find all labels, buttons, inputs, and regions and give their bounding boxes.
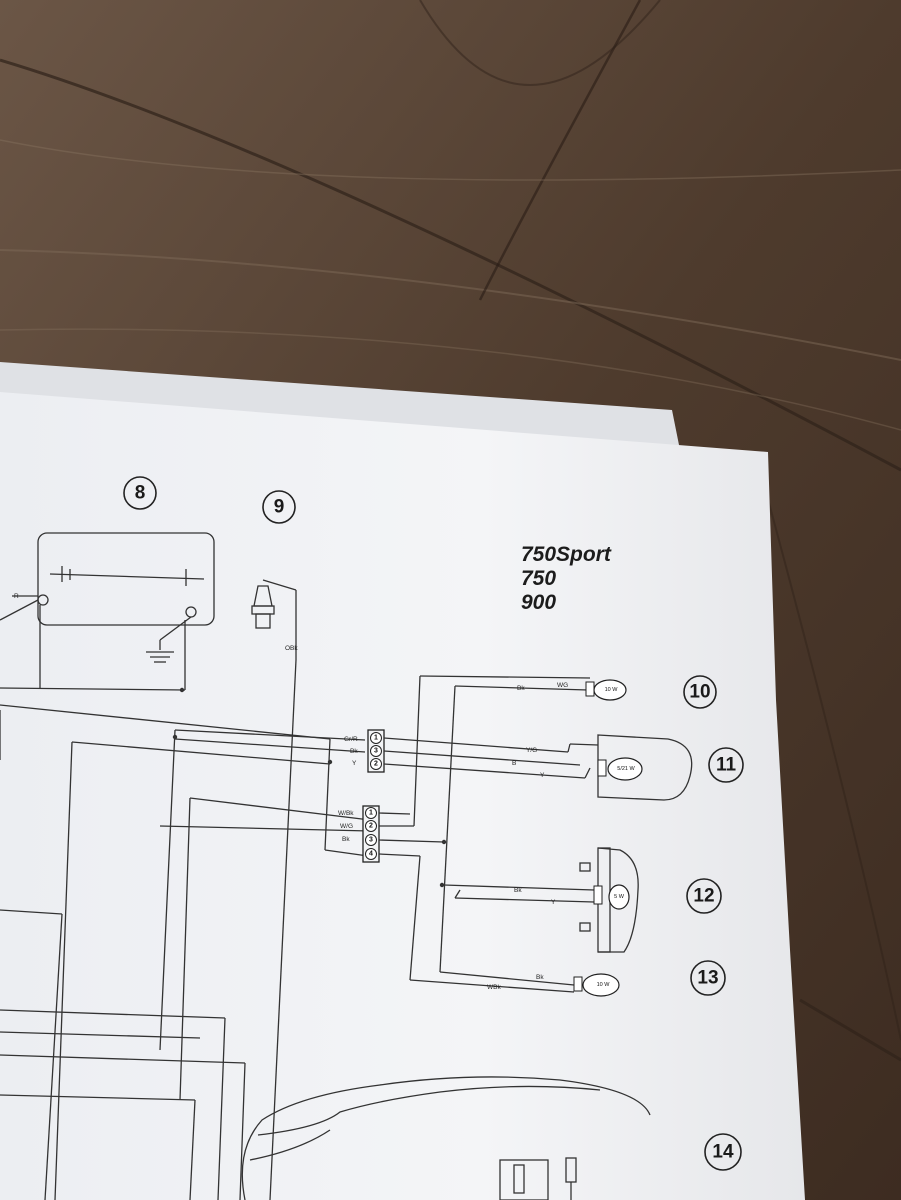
c2-pin-1: 1 <box>369 810 373 817</box>
wire-label-gr-r: Gr/R <box>344 736 358 743</box>
model-750sport: 750Sport <box>521 543 612 566</box>
callout-8: 8 <box>123 476 157 510</box>
plate-light-12: 5 W <box>579 847 639 953</box>
callout-10: 10 <box>683 675 717 709</box>
paper-sheet <box>0 392 805 1200</box>
svg-text:14: 14 <box>712 1142 734 1163</box>
model-750: 750 <box>521 567 556 590</box>
page-stack <box>0 362 680 450</box>
left-wiring <box>0 605 371 1200</box>
svg-text:10: 10 <box>689 682 710 703</box>
c2-pin-3: 3 <box>369 837 373 844</box>
svg-text:5 W: 5 W <box>614 894 625 900</box>
wire-label-y-plate: Y <box>551 899 556 906</box>
wire-label-wbk: WBk <box>487 984 501 991</box>
fuel-tank-14 <box>241 1076 651 1200</box>
callout-13: 13 <box>690 960 726 996</box>
callout-11: 11 <box>708 747 744 783</box>
model-900: 900 <box>521 591 556 614</box>
svg-text:9: 9 <box>274 497 285 518</box>
bulb-10: 10 W <box>585 679 627 701</box>
c1-pin-b: 3 <box>374 748 378 755</box>
svg-text:13: 13 <box>697 968 718 989</box>
wire-label-bk-top: Bk <box>517 685 525 692</box>
sensor-component <box>251 579 297 660</box>
svg-text:12: 12 <box>693 886 714 907</box>
svg-text:5/21 W: 5/21 W <box>617 766 635 772</box>
svg-text:8: 8 <box>135 483 146 504</box>
wire-label-y-g: Y/G <box>526 747 537 754</box>
wire-label-bk-c1: Bk <box>350 748 358 755</box>
model-list: 750Sport 750 900 <box>521 543 612 614</box>
wire-label-b: B <box>512 760 516 767</box>
c1-pin-c: 2 <box>374 761 378 768</box>
connector-1: 1 3 2 <box>367 729 385 773</box>
svg-text:11: 11 <box>716 755 737 776</box>
callout-12: 12 <box>686 878 722 914</box>
callout-14: 14 <box>704 1133 742 1171</box>
bulb-13: 10 W <box>573 973 620 997</box>
wire-label-bk-bottom: Bk <box>536 974 544 981</box>
c2-pin-4: 4 <box>369 851 373 858</box>
right-wiring <box>378 675 599 993</box>
wire-label-y-c1: Y <box>352 760 357 767</box>
tail-light-11: 5/21 W <box>597 734 693 801</box>
wire-label-obk: OBk <box>285 645 298 652</box>
wire-label-y-right: Y <box>540 772 545 779</box>
wire-label-bk-c2: Bk <box>342 836 350 843</box>
c2-pin-2: 2 <box>369 823 373 830</box>
svg-text:10 W: 10 W <box>605 687 619 693</box>
c1-pin-a: 1 <box>374 735 378 742</box>
connector-2: 1 2 3 4 <box>362 805 380 863</box>
wire-label-r: R <box>14 593 19 600</box>
wire-label-w-bk: W/Bk <box>338 810 354 817</box>
wire-label-wg-top: WG <box>557 682 568 689</box>
wire-label-w-g: W/G <box>340 823 353 830</box>
wire-label-bk-plate: Bk <box>514 887 522 894</box>
callout-9: 9 <box>262 490 296 524</box>
svg-text:10 W: 10 W <box>597 982 611 988</box>
